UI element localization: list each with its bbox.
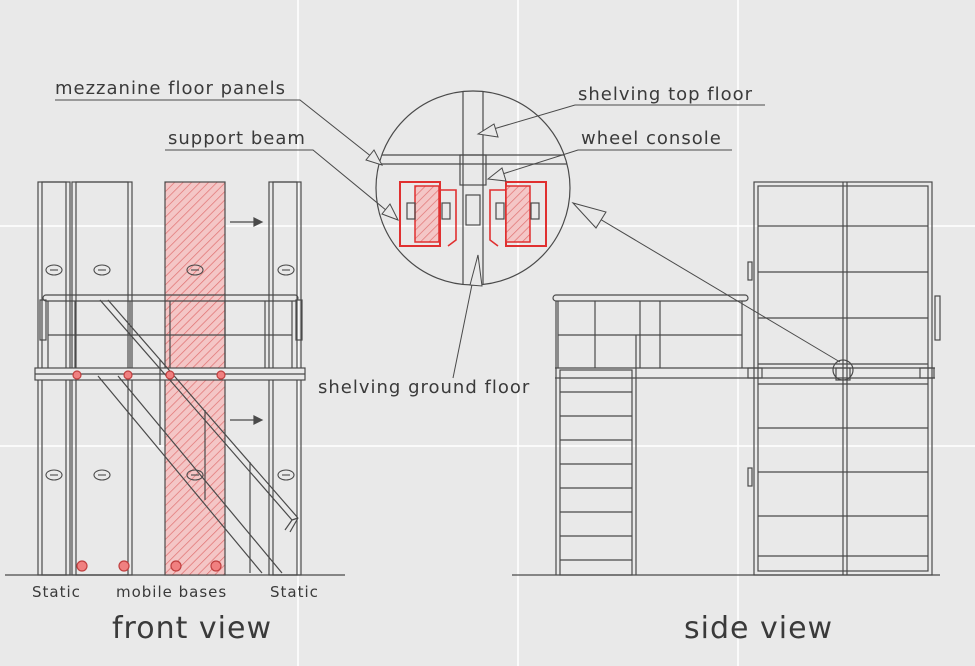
label-side-view: side view bbox=[684, 611, 833, 646]
front-view-drawing bbox=[5, 181, 345, 576]
label-wheel-console: wheel console bbox=[581, 128, 722, 149]
wheel-icons bbox=[76, 560, 222, 572]
side-view-drawing bbox=[512, 181, 941, 576]
label-static-left: Static bbox=[32, 583, 81, 601]
handle-icons bbox=[45, 264, 295, 481]
label-shelving-top-floor: shelving top floor bbox=[578, 84, 753, 105]
beam-markers bbox=[72, 370, 226, 380]
detail-callout bbox=[375, 90, 571, 286]
label-support-beam: support beam bbox=[168, 128, 306, 149]
label-front-view: front view bbox=[112, 611, 272, 646]
side-shelves bbox=[758, 225, 928, 557]
leader-lines bbox=[55, 99, 841, 379]
label-mezzanine-floor-panels: mezzanine floor panels bbox=[55, 78, 286, 99]
ladder-rungs bbox=[560, 391, 632, 561]
label-static-right: Static bbox=[270, 583, 319, 601]
label-mobile-bases: mobile bases bbox=[116, 583, 227, 601]
label-shelving-ground-floor: shelving ground floor bbox=[318, 377, 530, 398]
move-arrow-icons bbox=[230, 217, 264, 425]
